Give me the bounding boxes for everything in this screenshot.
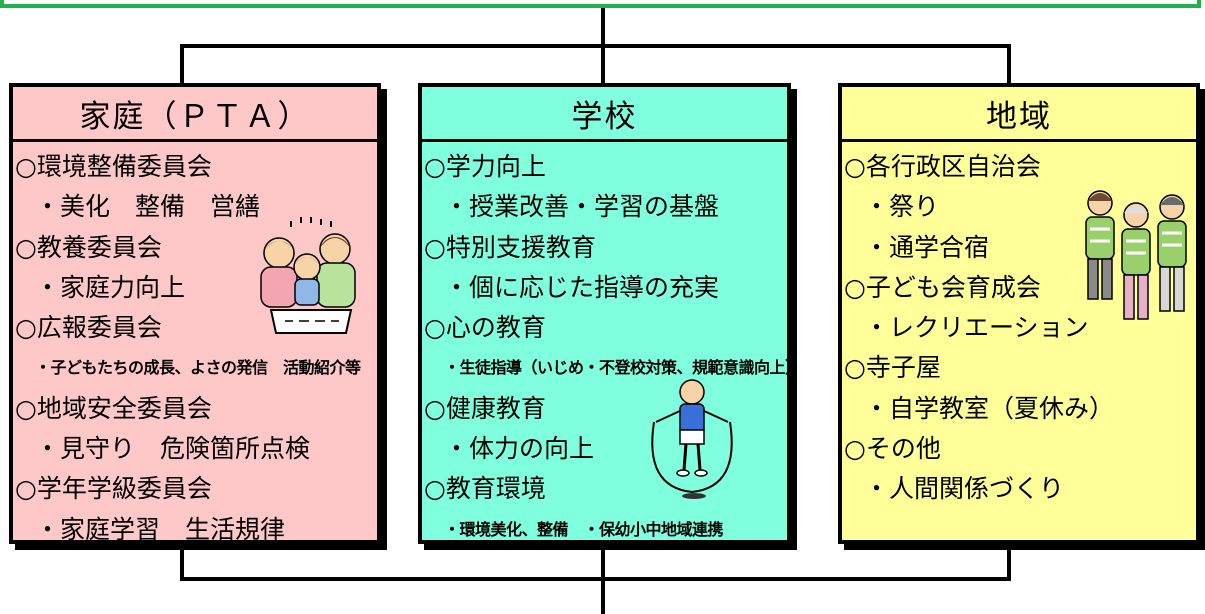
sub-item: ・体力の向上: [444, 434, 595, 464]
category-item: ○寺子屋: [844, 353, 941, 383]
category-item: ○特別支援教育: [424, 232, 596, 262]
connector-top-center-drop: [601, 44, 605, 84]
category-item: ○学年学級委員会: [15, 474, 212, 504]
category-item: ○その他: [844, 434, 941, 464]
category-item: ○教養委員会: [15, 232, 162, 262]
sub-item: ・家庭力向上: [35, 272, 186, 302]
connector-bottom-horizontal: [180, 577, 1011, 581]
panel-body: ○環境整備委員会 ・美化 整備 営繕 ○教養委員会 ・家庭力向上 ○広報委員会 …: [13, 142, 377, 550]
connector-top-left-drop: [180, 44, 184, 84]
panel-title: 地域: [842, 87, 1196, 142]
sub-item: ・環境美化、整備 ・保幼小中地域連携: [444, 519, 724, 539]
panel-body: ○学力向上 ・授業改善・学習の基盤 ○特別支援教育 ・個に応じた指導の充実 ○心…: [422, 142, 801, 550]
connector-bottom-right-rise: [1007, 548, 1011, 580]
category-item: ○広報委員会: [15, 313, 162, 343]
family-icon: [260, 217, 356, 334]
connector-bottom-left-rise: [180, 548, 184, 580]
sub-item: ・生徒指導（いじめ・不登校対策、規範意識向上）: [444, 358, 801, 378]
connector-bottom-center-rise: [601, 548, 605, 614]
category-item: ○子ども会育成会: [844, 272, 1041, 302]
category-item: ○環境整備委員会: [15, 152, 212, 181]
sub-item: ・授業改善・学習の基盤: [444, 192, 720, 222]
category-item: ○健康教育: [424, 393, 546, 423]
category-item: ○地域安全委員会: [15, 393, 212, 423]
sub-item: ・見守り 危険箇所点検: [35, 434, 311, 464]
panel-body: ○各行政区自治会 ・祭り ・通学合宿 ○子ども会育成会 ・レクリエーション ○寺…: [842, 142, 1196, 510]
sub-item: ・子どもたちの成長、よさの発信 活動紹介等: [35, 358, 361, 378]
panel-community: 地域 ○各行政区自治会 ・祭り ・通学合宿 ○子ども会育成会 ・レクリエーション…: [838, 83, 1200, 544]
category-item: ○学力向上: [424, 152, 546, 181]
category-item: ○各行政区自治会: [844, 152, 1041, 181]
connector-top-horizontal: [180, 44, 1011, 48]
sub-item: ・人間関係づくり: [864, 474, 1065, 504]
sub-item: ・自学教室（夏休み）: [864, 393, 1115, 423]
panel-school: 学校 ○学力向上 ・授業改善・学習の基盤 ○特別支援教育 ・個に応じた指導の充実…: [418, 83, 801, 544]
top-banner: [0, 0, 1201, 8]
community-patrol-icon: [1085, 190, 1187, 320]
category-item: ○教育環境: [424, 474, 546, 504]
sub-item: ・個に応じた指導の充実: [444, 272, 720, 302]
panel-title: 家庭（ＰＴＡ）: [13, 87, 377, 142]
sub-item: ・祭り: [864, 192, 940, 222]
sub-item: ・レクリエーション: [864, 313, 1089, 343]
panel-title: 学校: [422, 87, 787, 142]
sub-item: ・美化 整備 営繕: [35, 192, 261, 222]
connector-top-vertical: [601, 8, 605, 48]
connector-top-right-drop: [1007, 44, 1011, 84]
jump-rope-child-icon: [651, 379, 733, 499]
panel-home-pta: 家庭（ＰＴＡ） ○環境整備委員会 ・美化 整備 営繕 ○教養委員会 ・家庭力向上…: [9, 83, 381, 544]
sub-item: ・家庭学習 生活規律: [35, 514, 286, 544]
sub-item: ・通学合宿: [864, 232, 990, 262]
category-item: ○心の教育: [424, 313, 546, 343]
